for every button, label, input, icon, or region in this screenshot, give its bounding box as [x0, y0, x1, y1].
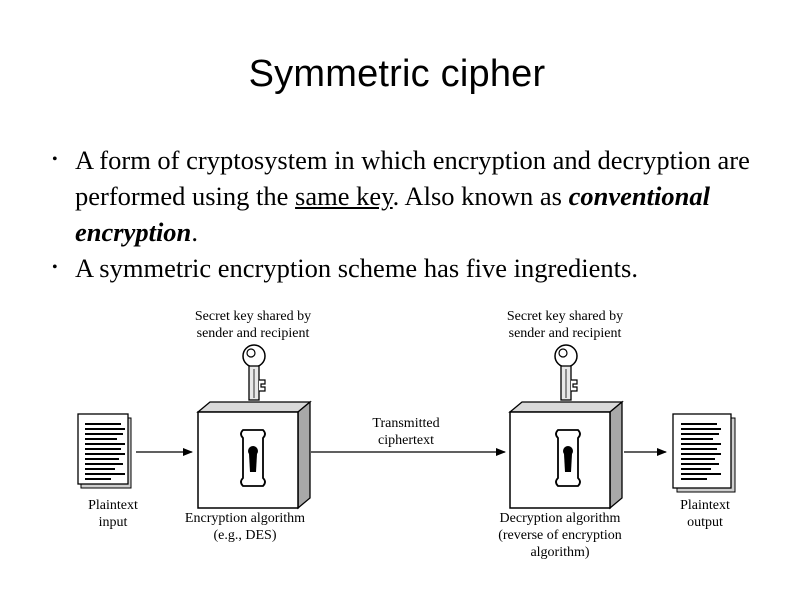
- keyhole-icon: [241, 430, 265, 486]
- label-line: sender and recipient: [178, 325, 328, 342]
- plaintext-output-document-icon: [673, 414, 735, 492]
- transmitted-ciphertext-label: Transmitted ciphertext: [356, 415, 456, 449]
- decryption-algorithm-label: Decryption algorithm (reverse of encrypt…: [480, 510, 640, 561]
- keyhole-icon: [556, 430, 580, 486]
- label-line: Secret key shared by: [178, 308, 328, 325]
- label-line: (reverse of encryption: [480, 527, 640, 544]
- secret-key-icon: [243, 345, 265, 400]
- label-line: algorithm): [480, 544, 640, 561]
- label-line: Plaintext: [665, 497, 745, 514]
- encryption-algorithm-box: [198, 402, 310, 508]
- plaintext-output-label: Plaintext output: [665, 497, 745, 531]
- label-line: Secret key shared by: [490, 308, 640, 325]
- label-line: output: [665, 514, 745, 531]
- plaintext-input-document-icon: [78, 414, 131, 488]
- secret-key-label-right: Secret key shared by sender and recipien…: [490, 308, 640, 342]
- secret-key-icon: [555, 345, 577, 400]
- plaintext-input-label: Plaintext input: [73, 497, 153, 531]
- label-line: Transmitted: [356, 415, 456, 432]
- label-line: Decryption algorithm: [480, 510, 640, 527]
- label-line: Plaintext: [73, 497, 153, 514]
- secret-key-label-left: Secret key shared by sender and recipien…: [178, 308, 328, 342]
- label-line: (e.g., DES): [170, 527, 320, 544]
- label-line: ciphertext: [356, 432, 456, 449]
- decryption-algorithm-box: [510, 402, 622, 508]
- label-line: sender and recipient: [490, 325, 640, 342]
- label-line: input: [73, 514, 153, 531]
- encryption-algorithm-label: Encryption algorithm (e.g., DES): [170, 510, 320, 544]
- label-line: Encryption algorithm: [170, 510, 320, 527]
